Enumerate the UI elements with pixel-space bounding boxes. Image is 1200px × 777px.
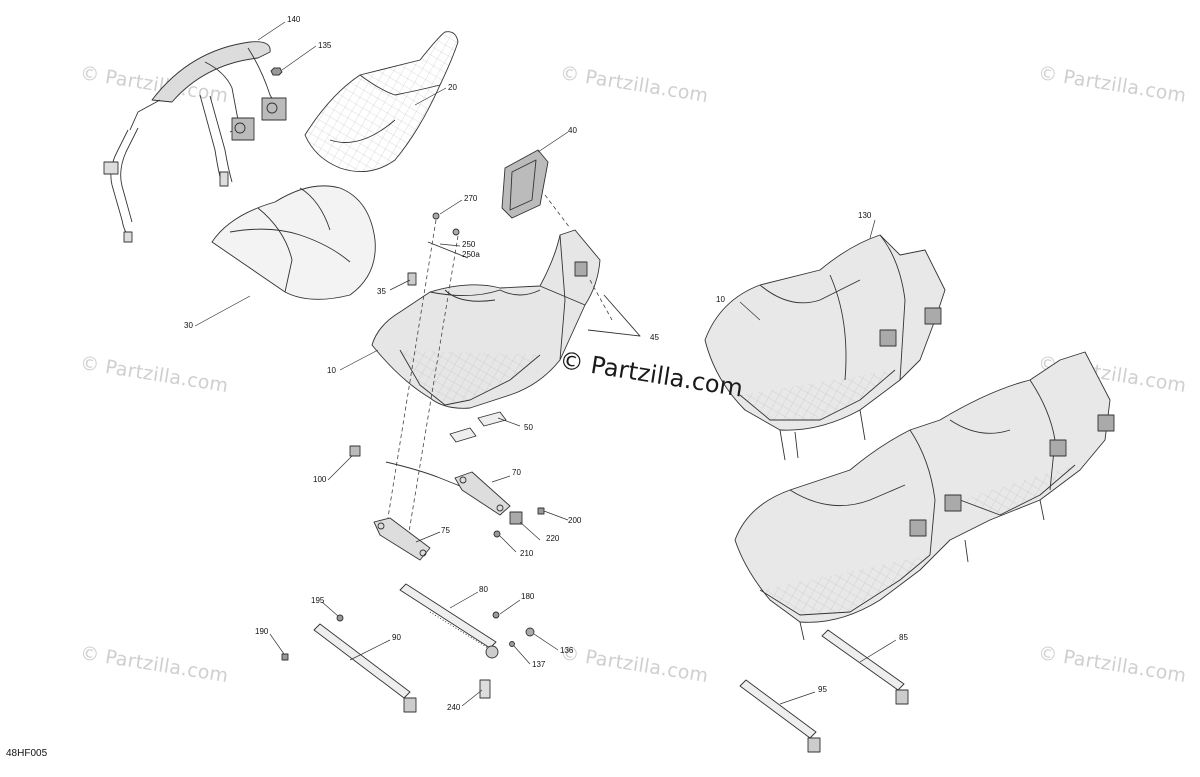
- bolt-200: [537, 507, 545, 515]
- nut-270b: [452, 228, 460, 236]
- callout-75: 75: [441, 526, 450, 535]
- slide-rail-95: [739, 679, 821, 753]
- rod-250: [427, 241, 469, 259]
- nut-180: [492, 611, 500, 619]
- callout-20: 20: [448, 83, 457, 92]
- nut-210: [493, 530, 501, 538]
- callout-270: 270: [464, 194, 478, 203]
- slide-bracket-70: [454, 471, 511, 516]
- callout-240: 240: [447, 703, 461, 712]
- callout-85: 85: [899, 633, 908, 642]
- callout-140: 140: [287, 15, 301, 24]
- seat-frame-main: [371, 229, 601, 409]
- callout-10: 10: [327, 366, 336, 375]
- support-pad: [501, 149, 549, 219]
- seat-belt-harness: [103, 41, 287, 243]
- callout-220: 220: [546, 534, 560, 543]
- callout-130: 130: [858, 211, 872, 220]
- leader-lines: [194, 21, 897, 707]
- callout-70: 70: [512, 468, 521, 477]
- pointer-45: [587, 294, 641, 337]
- callout-40: 40: [568, 126, 577, 135]
- callout-250: 250: [462, 240, 476, 249]
- callout-250a: 250a: [462, 250, 480, 259]
- latch-100: [349, 445, 361, 457]
- callout-10-right: 10: [716, 295, 725, 304]
- nut-136: [525, 627, 535, 637]
- callout-80: 80: [479, 585, 488, 594]
- callout-45: 45: [650, 333, 659, 342]
- slide-rail-85: [821, 629, 909, 705]
- callout-195: 195: [311, 596, 325, 605]
- callout-136: 136: [560, 646, 574, 655]
- bushing-220: [509, 511, 523, 525]
- callout-180: 180: [521, 592, 535, 601]
- screw-35: [407, 272, 417, 286]
- callout-135: 135: [318, 41, 332, 50]
- back-cushion: [304, 31, 459, 173]
- callout-35: 35: [377, 287, 386, 296]
- callout-200: 200: [568, 516, 582, 525]
- bolt-135: [270, 67, 283, 76]
- nut-270: [432, 212, 440, 220]
- callout-95: 95: [818, 685, 827, 694]
- cable: [385, 461, 471, 491]
- seat-cushion: [211, 185, 376, 300]
- callout-50: 50: [524, 423, 533, 432]
- slide-rail-80: [399, 583, 499, 659]
- slide-rail-90: [313, 623, 417, 713]
- bolt-195: [336, 614, 344, 622]
- callout-137: 137: [532, 660, 546, 669]
- seat-assembly-top: [704, 234, 946, 461]
- sleeve-240: [479, 679, 491, 699]
- callout-90: 90: [392, 633, 401, 642]
- slide-bracket-75: [373, 517, 431, 561]
- callout-210: 210: [520, 549, 534, 558]
- callout-30: 30: [184, 321, 193, 330]
- warning-labels: [449, 411, 507, 443]
- washer-137: [509, 641, 515, 647]
- callout-100: 100: [313, 475, 327, 484]
- assembly-guides: [385, 194, 613, 539]
- bolt-190: [281, 653, 289, 661]
- diagram-code: 48HF005: [6, 748, 48, 759]
- seat-assembly-bottom: [734, 351, 1115, 641]
- callout-190: 190: [255, 627, 269, 636]
